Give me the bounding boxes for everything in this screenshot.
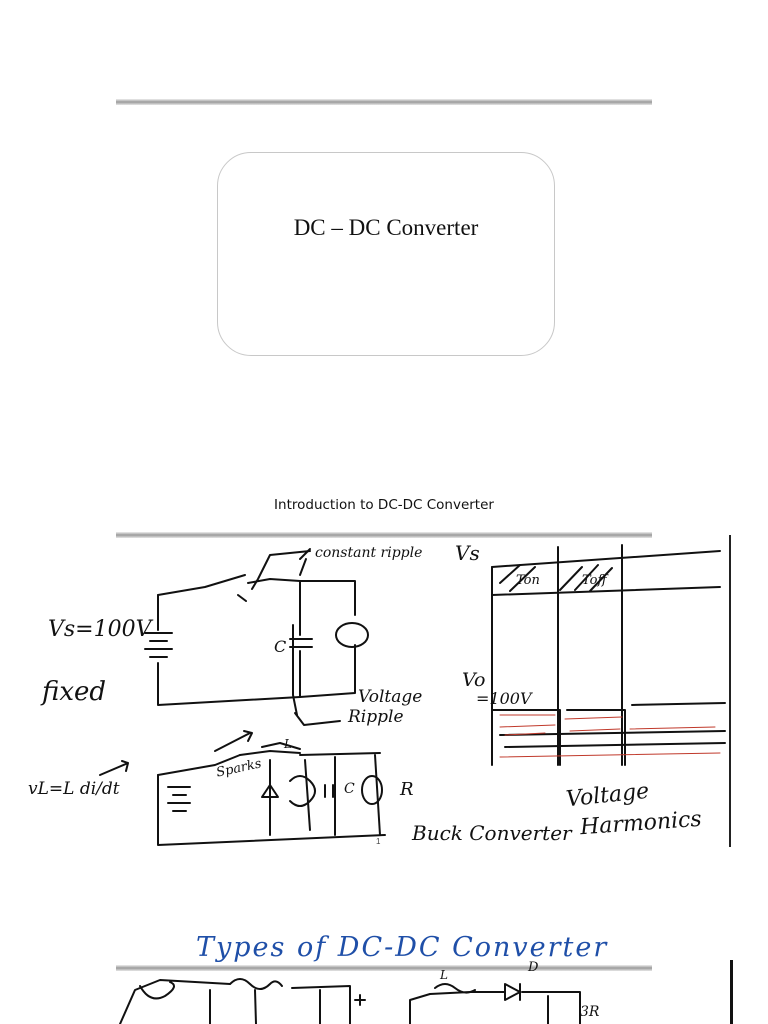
handwritten-voltage-1: Voltage — [358, 687, 423, 707]
handwritten-buck: Buck Converter — [412, 821, 572, 845]
slide-title: DC – DC Converter — [293, 215, 479, 240]
handwritten-l-label: L — [284, 737, 292, 751]
handwritten-c-label: C — [274, 637, 287, 656]
header-rule-bottom — [116, 965, 652, 971]
handwritten-l-label-2: L — [440, 968, 448, 982]
title-slide: DC – DC Converter — [217, 152, 555, 356]
handwritten-vs-label: Vs=100V — [48, 617, 152, 642]
handwritten-r-label: R — [400, 779, 414, 800]
handwritten-constant-ripple: constant ripple — [315, 545, 423, 561]
handwritten-slide-types: D 3R L — [0, 960, 768, 1024]
handwritten-vo-axis: Vo — [462, 669, 486, 691]
slide-caption: Introduction to DC-DC Converter — [274, 497, 494, 513]
page-number: 1 — [376, 837, 381, 846]
handwritten-d-label: D — [528, 960, 539, 975]
handwritten-ton: Ton — [516, 573, 540, 588]
handwritten-types-heading: Types of DC-DC Converter — [196, 932, 609, 963]
handwritten-ripple-1: Ripple — [348, 707, 404, 727]
slide-edge-line-2 — [730, 960, 733, 1024]
handwritten-slide-intro: Vs=100V fixed constant ripple C Voltage … — [0, 535, 768, 855]
handwritten-toff: Toff — [582, 573, 607, 588]
handwritten-r-label-2: 3R — [580, 1004, 600, 1020]
handwritten-vs-axis: Vs — [455, 541, 480, 565]
header-rule-top — [116, 99, 652, 105]
handwritten-vo-value: =100V — [476, 689, 532, 708]
header-rule-middle — [116, 532, 652, 538]
handwritten-c2-label: C — [344, 781, 355, 797]
slide-edge-line — [729, 535, 731, 847]
handwritten-inductor-eq: vL=L di/dt — [28, 779, 120, 799]
handwritten-notes-svg — [99, 544, 726, 846]
handwritten-fixed: fixed — [42, 677, 107, 707]
types-circuit-svg — [119, 978, 581, 1024]
